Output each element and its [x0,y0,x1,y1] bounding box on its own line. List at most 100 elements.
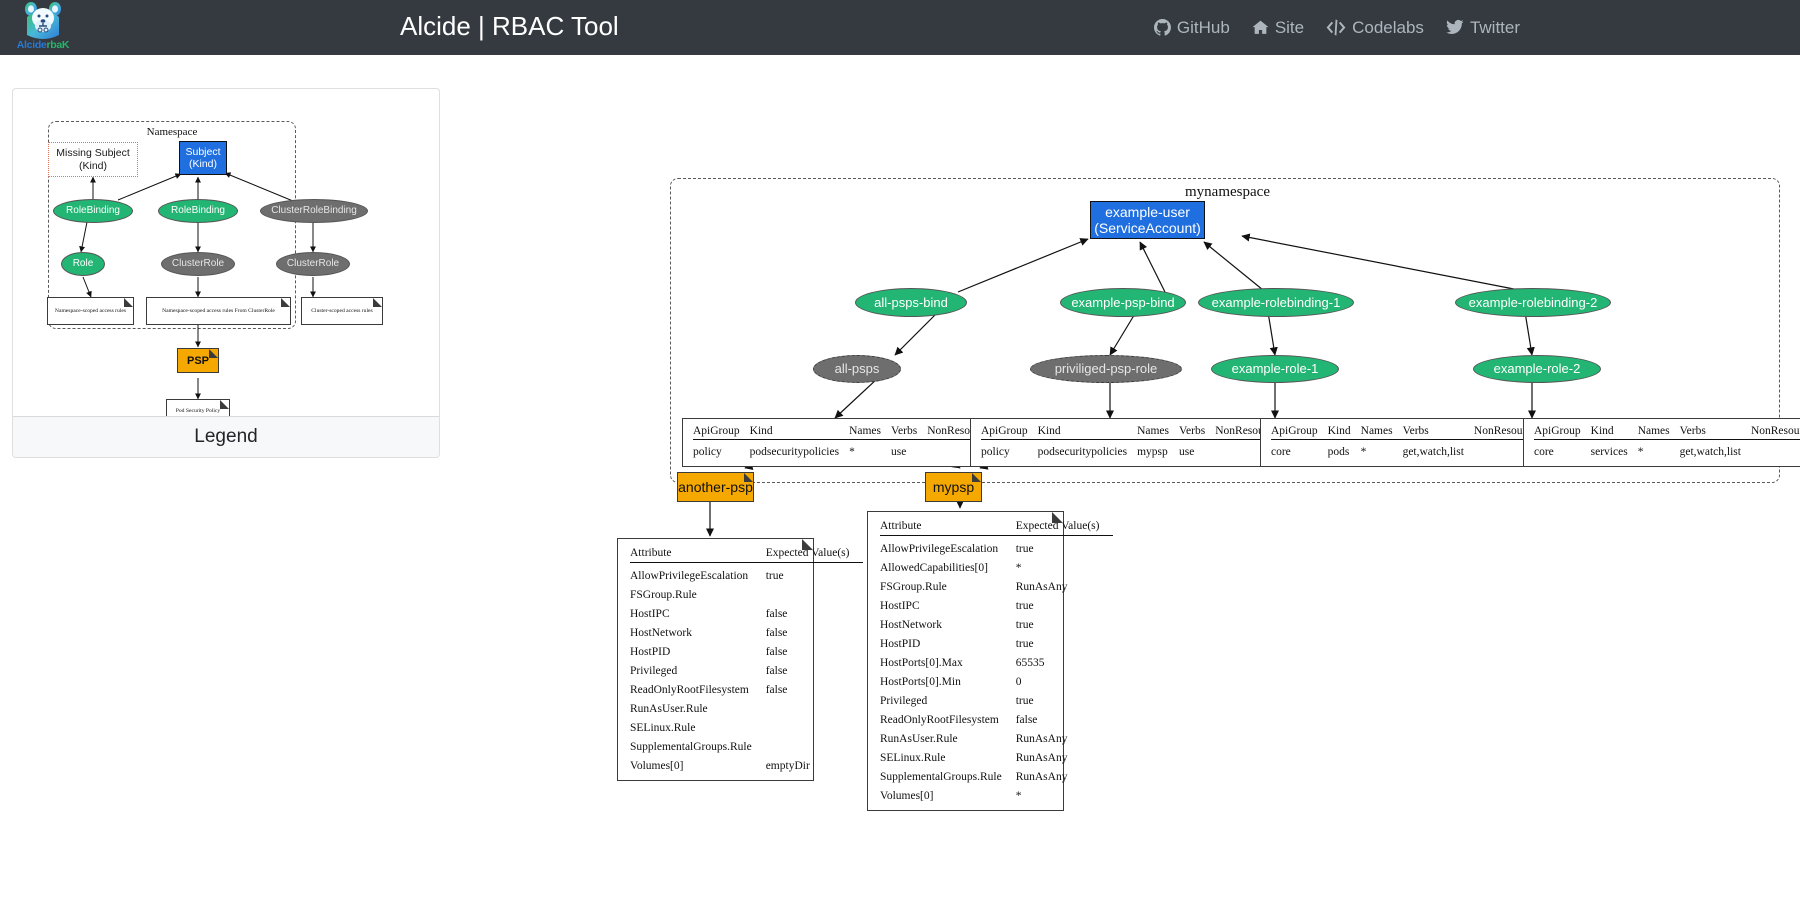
graph-node-priviliged-psp-role[interactable]: priviliged-psp-role [1030,355,1182,383]
col-kind: Kind [1327,425,1361,440]
cell-attribute: Privileged [880,695,928,707]
cell-attribute: HostIPC [880,600,920,612]
home-icon [1252,19,1269,36]
cell-value [766,582,864,601]
graph-namespace-box [670,178,1780,483]
cell-value: RunAsAny [1015,733,1068,745]
col-expected-value: Expected Value(s) [765,547,864,563]
graph-node-all-psps-bind[interactable]: all-psps-bind [855,288,967,317]
rules-table-example-role-2: ApiGroup Kind Names Verbs NonResourceURI… [1523,418,1800,467]
legend-namespace-label: Namespace [146,126,198,138]
nav-link-github-label: GitHub [1176,17,1230,37]
legend-node-subject: Subject (Kind) [179,141,227,175]
brand-word-1: Alcide [16,39,47,51]
table-header-row: ApiGroup Kind Names Verbs NonResourceURI [1271,425,1567,440]
graph-node-example-role-2[interactable]: example-role-2 [1473,355,1601,383]
cell-value: false [1015,714,1038,726]
cell-apigroup: core [1271,446,1291,458]
cell-kind: services [1590,446,1628,458]
legend-note-namespace-scoped: Namespace-scoped access rules [47,297,134,325]
col-attribute: Attribute [880,520,1016,536]
cell-value: true [1015,695,1034,707]
cell-attribute: AllowedCapabilities[0] [880,562,988,574]
col-apigroup: ApiGroup [693,425,750,440]
legend-missing-subject-line2: (Kind) [78,159,107,172]
col-verbs: Verbs [1179,425,1216,440]
graph-node-example-role-1[interactable]: example-role-1 [1211,355,1339,383]
graph-namespace-label: mynamespace [1185,184,1270,200]
legend-node-role: Role [61,252,105,276]
twitter-icon [1446,19,1464,36]
nav-link-twitter[interactable]: Twitter [1446,18,1520,38]
table-row: ReadOnlyRootFilesystem false [630,677,863,696]
cell-attribute: HostPorts[0].Min [880,676,961,688]
nav-link-github[interactable]: GitHub [1153,17,1230,38]
cell-attribute: ReadOnlyRootFilesystem [880,714,999,726]
col-kind: Kind [749,425,850,440]
table-row: policy podsecuritypolicies mypsp use [981,440,1308,461]
graph-node-example-rolebinding-1[interactable]: example-rolebinding-1 [1198,288,1354,317]
table-header-row: Attribute Expected Value(s) [880,520,1114,536]
brand-logo[interactable]: AlciderbaK [12,1,74,53]
col-names: Names [1137,425,1180,440]
cell-kind: podsecuritypolicies [1037,446,1128,458]
graph-node-all-psps[interactable]: all-psps [813,355,901,383]
cell-attribute: Privileged [630,665,678,677]
cell-attribute: AllowPrivilegeEscalation [630,570,749,582]
graph-node-another-psp[interactable]: another-psp [677,472,754,502]
cell-attribute: HostPID [630,646,671,658]
cell-attribute: AllowPrivilegeEscalation [880,543,999,555]
cell-attribute: HostPorts[0].Max [880,657,963,669]
table-row: Volumes[0]* [880,783,1113,802]
graph-node-example-psp-bind[interactable]: example-psp-bind [1060,288,1186,317]
legend-card: Namespace [12,88,440,458]
cell-value: false [765,665,788,677]
cell-attribute: SELinux.Rule [630,722,696,734]
cell-attribute: Volumes[0] [630,760,684,772]
cell-value: true [765,570,784,582]
cell-value: false [765,608,788,620]
legend-node-clusterrole-1: ClusterRole [161,252,235,276]
cell-attribute: ReadOnlyRootFilesystem [630,684,749,696]
cell-value: true [1015,638,1034,650]
col-apigroup: ApiGroup [1271,425,1328,440]
col-nonresourceuri: NonResourceURI [1750,425,1800,440]
table-row: AllowPrivilegeEscalation true [630,563,863,582]
table-row: FSGroup.Rule [630,582,863,601]
legend-footer: Legend [13,416,439,457]
cell-attribute: HostNetwork [880,619,942,631]
table-row: Privileged true [880,688,1113,707]
cell-value: RunAsAny [1015,581,1068,593]
cell-value [766,715,864,734]
legend-node-rolebinding-2: RoleBinding [158,199,238,223]
table-header-row: Attribute Expected Value(s) [630,547,864,563]
graph-node-example-rolebinding-2[interactable]: example-rolebinding-2 [1455,288,1611,317]
cell-verbs: use [1179,446,1195,458]
graph-node-example-user[interactable]: example-user (ServiceAccount) [1090,201,1205,239]
graph-subject-line2: (ServiceAccount) [1094,220,1201,236]
legend-namespace-box: Namespace [48,121,296,329]
table-header-row: ApiGroup Kind Names Verbs NonResourceURI [1534,425,1800,440]
col-apigroup: ApiGroup [981,425,1038,440]
brand-word-2: rbaK [46,39,70,51]
cell-attribute: Volumes[0] [880,790,934,802]
cell-value: false [765,627,788,639]
graph-node-mypsp[interactable]: mypsp [925,472,982,502]
table-row: Privileged false [630,658,863,677]
nav-link-site[interactable]: Site [1252,18,1304,38]
col-verbs: Verbs [1402,425,1474,440]
top-navbar: AlciderbaK Alcide | RBAC Tool GitHub Sit… [0,0,1800,55]
nav-link-codelabs[interactable]: Codelabs [1326,18,1424,38]
rules-table-priviliged-psp-role: ApiGroup Kind Names Verbs NonResourceURI… [970,418,1317,467]
cell-value: true [1015,619,1034,631]
legend-note-namespace-scoped-from-clusterrole: Namespace-scoped access rules From Clust… [146,297,291,325]
legend-subject-line1: Subject [185,145,221,158]
cell-value: 65535 [1015,657,1045,669]
cell-value: false [765,684,788,696]
table-row: AllowedCapabilities[0]* [880,555,1113,574]
